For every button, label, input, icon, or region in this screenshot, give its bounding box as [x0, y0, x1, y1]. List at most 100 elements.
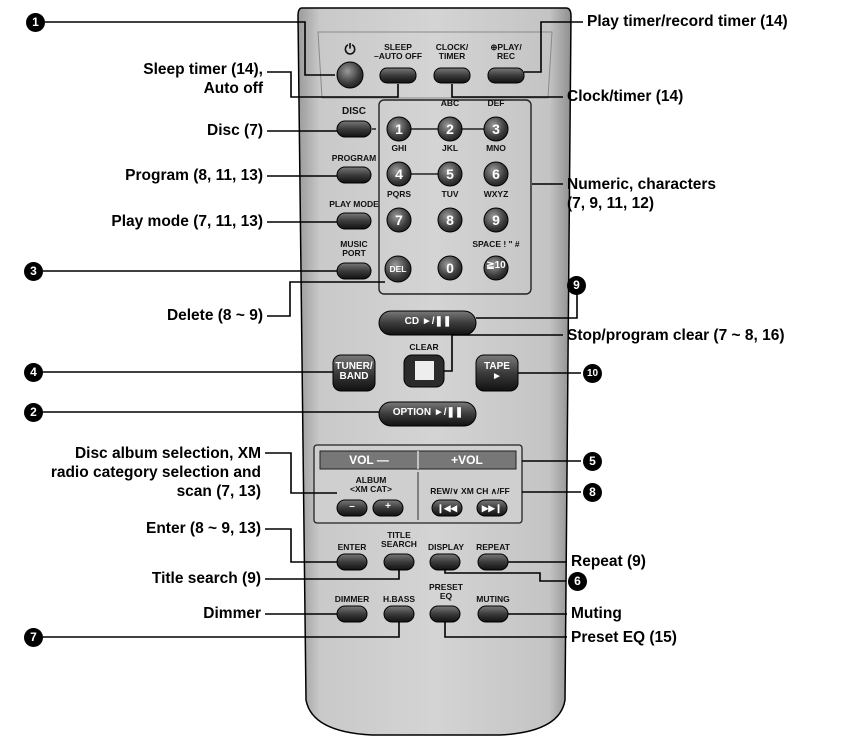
label-repeat: Repeat (9): [571, 553, 646, 570]
callout-number-3: 3: [24, 262, 43, 281]
leader-preset-eq: [444, 622, 567, 638]
ff-icon: ▶▶❙: [481, 503, 503, 513]
del-label: DEL: [389, 264, 407, 274]
label-play-mode: Play mode (7, 11, 13): [111, 213, 263, 230]
numeric-key-label: 5: [446, 166, 454, 182]
leader-stop: [444, 334, 563, 372]
title-search-button[interactable]: [383, 553, 415, 571]
muting-label: MUTING: [476, 594, 510, 604]
numeric-key-11[interactable]: [483, 255, 509, 281]
ff-button[interactable]: [476, 499, 508, 517]
numeric-key-3[interactable]: [483, 116, 509, 142]
play-mode-button[interactable]: [336, 212, 372, 230]
leader-enter: [265, 528, 337, 563]
numeric-key-9[interactable]: [483, 207, 509, 233]
preset-eq-button[interactable]: [429, 605, 461, 623]
album-down-button[interactable]: [336, 499, 368, 517]
label-title-search: Title search (9): [151, 570, 261, 587]
key-letters-label: DEF: [487, 98, 505, 108]
label-disc-album: Disc album selection, XM radio category …: [50, 445, 261, 500]
label-dimmer: Dimmer: [203, 605, 261, 622]
label-disc: Disc (7): [207, 122, 263, 139]
label-stop-clear: Stop/program clear (7 ~ 8, 16): [567, 327, 785, 344]
del-button[interactable]: [384, 255, 412, 283]
numeric-key-2[interactable]: [437, 116, 463, 142]
album-up-button[interactable]: [372, 499, 404, 517]
numeric-key-label: 6: [492, 166, 500, 182]
muting-button[interactable]: [477, 605, 509, 623]
disc-label: DISC: [342, 106, 366, 117]
album-label: ALBUM <XM CAT>: [350, 475, 392, 494]
label-clock-timer: Clock/timer (14): [567, 88, 684, 105]
rew-ff-label: REW/∨ XM CH ∧/FF: [430, 486, 510, 496]
music-port-button[interactable]: [336, 262, 372, 280]
dimmer-button[interactable]: [336, 605, 368, 623]
numeric-key-label: 0: [446, 260, 454, 276]
play-mode-label: PLAY MODE: [329, 199, 379, 209]
numeric-key-1[interactable]: [386, 116, 412, 142]
callout-number-2: 2: [24, 403, 43, 422]
numeric-key-label: 4: [395, 166, 403, 182]
program-button[interactable]: [336, 166, 372, 184]
numeric-key-10[interactable]: [437, 255, 463, 281]
leader-sleep: [267, 71, 399, 98]
repeat-button[interactable]: [477, 553, 509, 571]
callout-number-6: 6: [568, 572, 587, 591]
repeat-label: REPEAT: [476, 542, 510, 552]
enter-button[interactable]: [336, 553, 368, 571]
callout-number-10: 10: [583, 364, 602, 383]
key-letters-label: SPACE ! " #: [472, 239, 520, 249]
music-port-label: MUSIC PORT: [340, 239, 368, 258]
album-plus-label: +: [385, 501, 391, 512]
numeric-key-4[interactable]: [386, 161, 412, 187]
tuner-band-button[interactable]: [332, 354, 376, 392]
numeric-key-6[interactable]: [483, 161, 509, 187]
label-numeric: Numeric, characters (7, 9, 11, 12): [567, 176, 717, 212]
callout-number-8: 8: [583, 483, 602, 502]
numeric-key-8[interactable]: [437, 207, 463, 233]
cd-label: CD ►/❚❚: [404, 316, 452, 327]
option-label: OPTION ►/❚❚: [392, 407, 464, 418]
sleep-label: SLEEP –AUTO OFF: [374, 42, 423, 61]
tape-label: TAPE ►: [484, 361, 510, 382]
key-letters-label: PQRS: [386, 189, 412, 199]
callout-number-1: 1: [26, 13, 45, 32]
title-search-label: TITLE SEARCH: [381, 530, 417, 549]
top-panel-bevel: [317, 31, 553, 99]
hbass-button[interactable]: [383, 605, 415, 623]
leader-power: [45, 21, 335, 76]
callout-number-7: 7: [24, 628, 43, 647]
numeric-key-label: ≧10: [486, 260, 506, 271]
leader-del: [267, 281, 385, 317]
numeric-key-5[interactable]: [437, 161, 463, 187]
label-delete: Delete (8 ~ 9): [166, 307, 263, 324]
numeric-key-label: 3: [492, 121, 500, 137]
playrec-label: ⊕PLAY/ REC: [490, 42, 522, 61]
cd-play-pause-button[interactable]: [378, 310, 477, 336]
option-play-pause-button[interactable]: [378, 401, 477, 427]
clear-label: CLEAR: [409, 342, 439, 352]
callout-number-5: 5: [583, 452, 602, 471]
preset-eq-label: PRESET EQ: [428, 582, 463, 601]
key-letters-label: MNO: [486, 143, 506, 153]
rew-button[interactable]: [431, 499, 463, 517]
clock-timer-button[interactable]: [433, 67, 471, 84]
dimmer-label: DIMMER: [334, 594, 370, 604]
vol-minus-label: VOL —: [349, 453, 389, 467]
tuner-label: TUNER/ BAND: [335, 361, 373, 382]
sleep-button[interactable]: [379, 67, 417, 84]
disc-button[interactable]: [336, 120, 372, 138]
stop-square-icon: [415, 361, 434, 380]
key-letters-label: GHI: [391, 143, 407, 153]
numeric-key-7[interactable]: [386, 207, 412, 233]
power-button[interactable]: [336, 61, 364, 89]
key-letters-label: ABC: [440, 98, 460, 108]
leader-playrec: [524, 21, 583, 73]
play-rec-button[interactable]: [487, 67, 525, 84]
label-muting: Muting: [571, 605, 622, 622]
leader-hbass: [42, 622, 400, 638]
display-button[interactable]: [429, 553, 461, 571]
leader-lines: [42, 21, 583, 638]
